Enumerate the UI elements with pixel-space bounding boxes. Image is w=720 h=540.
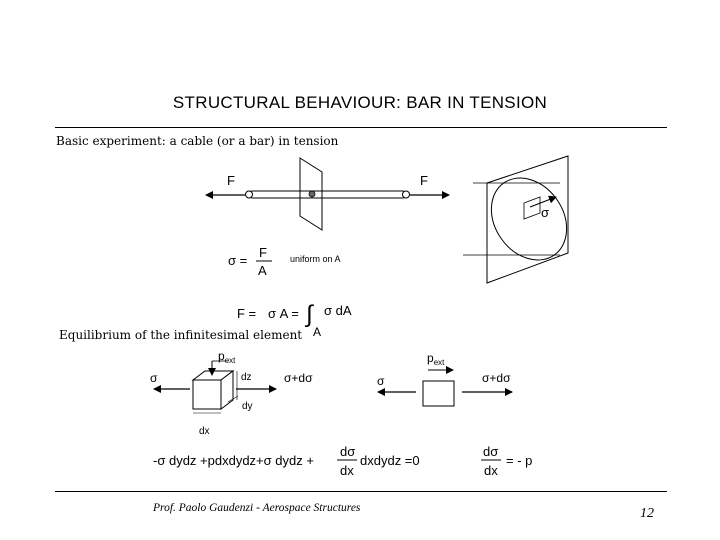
force-formula-lhs: F = xyxy=(237,306,256,321)
stress-formula: σ = F A uniform on A xyxy=(228,245,341,278)
differential-equation: dσ dx = - p xyxy=(481,444,532,478)
element-pext-label: pext xyxy=(218,349,236,365)
eq1-right: dxdydz =0 xyxy=(360,453,420,468)
area-element xyxy=(523,196,541,220)
stress-formula-note: uniform on A xyxy=(290,254,341,264)
stress-formula-lhs: σ = xyxy=(228,253,247,268)
dx-label: dx xyxy=(199,426,210,437)
dy-label: dy xyxy=(242,401,253,412)
eq1-left: -σ dydz +pdxdydz+σ dydz + xyxy=(153,453,314,468)
force-formula-integrand: σ dA xyxy=(324,303,352,318)
force-formula-mid: σ A = xyxy=(268,306,299,321)
bar-end-right xyxy=(402,190,410,199)
equilibrium-equation: -σ dydz +pdxdydz+σ dydz + dσ dx dxdydz =… xyxy=(153,444,420,478)
section-plane xyxy=(486,155,569,284)
eq2-right: = - p xyxy=(506,453,532,468)
section-sigma-label: σ xyxy=(541,205,549,220)
force-formula-subscript: A xyxy=(313,325,321,339)
simple-element-diagram: pext σ σ+dσ xyxy=(377,351,513,407)
eq2-numerator: dσ xyxy=(483,444,498,459)
force-label-left: F xyxy=(227,173,235,188)
cross-section-point xyxy=(308,190,316,198)
simple-element-box xyxy=(422,380,455,407)
section-equilibrium: Equilibrium of the infinitesimal element xyxy=(59,328,303,342)
stress-arrow xyxy=(529,195,557,208)
eq2-denominator: dx xyxy=(484,463,498,478)
section-basic-experiment: Basic experiment: a cable (or a bar) in … xyxy=(56,134,339,148)
eq1-denominator: dx xyxy=(340,463,354,478)
page-title: STRUCTURAL BEHAVIOUR: BAR IN TENSION xyxy=(172,93,548,112)
element-sigma-plus-label: σ+dσ xyxy=(284,371,313,385)
cube-front-face xyxy=(192,379,222,410)
dz-label: dz xyxy=(241,372,252,383)
force-formula: F = σ A = ∫ σ dA A xyxy=(237,301,352,339)
cross-section-diagram: σ xyxy=(463,155,569,284)
bar-diagram: F F xyxy=(205,157,450,231)
simple-sigma-label: σ xyxy=(377,374,385,388)
simple-pext-label: pext xyxy=(427,351,445,367)
footer-author: Prof. Paolo Gaudenzi - Aerospace Structu… xyxy=(153,502,361,514)
eq1-numerator: dσ xyxy=(340,444,355,459)
force-label-right: F xyxy=(420,173,428,188)
cutting-plane xyxy=(299,157,323,231)
bar xyxy=(248,190,407,199)
element-diagram: pext σ σ+dσ dz dy dx xyxy=(150,349,313,437)
title-divider xyxy=(55,127,667,128)
simple-sigma-plus-label: σ+dσ xyxy=(482,371,511,385)
stress-formula-numerator: F xyxy=(259,245,267,260)
bar-end-left xyxy=(245,190,253,199)
force-formula-integral: ∫ xyxy=(304,301,314,328)
element-sigma-label: σ xyxy=(150,371,158,385)
stress-formula-denominator: A xyxy=(258,263,267,278)
page-number: 12 xyxy=(640,506,654,521)
footer-divider xyxy=(55,491,667,492)
dy-dimension-line xyxy=(227,395,239,403)
section-ellipse xyxy=(490,177,568,261)
